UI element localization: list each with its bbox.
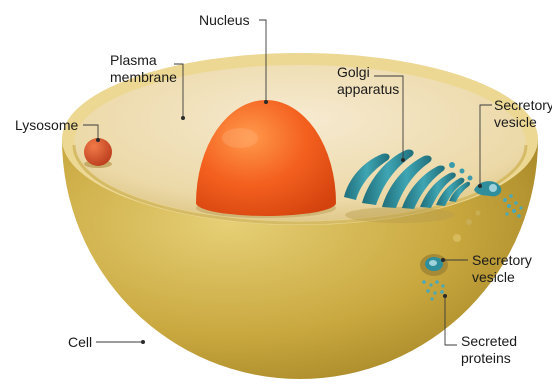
label-cell: Cell — [68, 334, 92, 350]
secretory-vesicle-side — [420, 254, 448, 276]
label-plasma-membrane-line1: Plasma — [110, 52, 157, 68]
label-secretory-vesicle-bottom-line2: vesicle — [472, 269, 515, 285]
label-plasma-membrane-line2: membrane — [110, 69, 177, 85]
surface-bump — [453, 234, 461, 242]
label-secretory-vesicle-top-line2: vesicle — [494, 114, 537, 130]
lysosome — [84, 138, 112, 168]
label-golgi-line2: apparatus — [337, 81, 399, 97]
label-secretory-vesicle-top-line1: Secretory — [494, 97, 552, 113]
label-secreted-proteins-line1: Secreted — [461, 333, 517, 349]
label-nucleus: Nucleus — [199, 12, 250, 28]
label-golgi-line1: Golgi — [337, 64, 370, 80]
label-lysosome: Lysosome — [15, 117, 79, 133]
label-secretory-vesicle-bottom-line1: Secretory — [472, 252, 532, 268]
label-secreted-proteins-line2: proteins — [461, 350, 511, 366]
